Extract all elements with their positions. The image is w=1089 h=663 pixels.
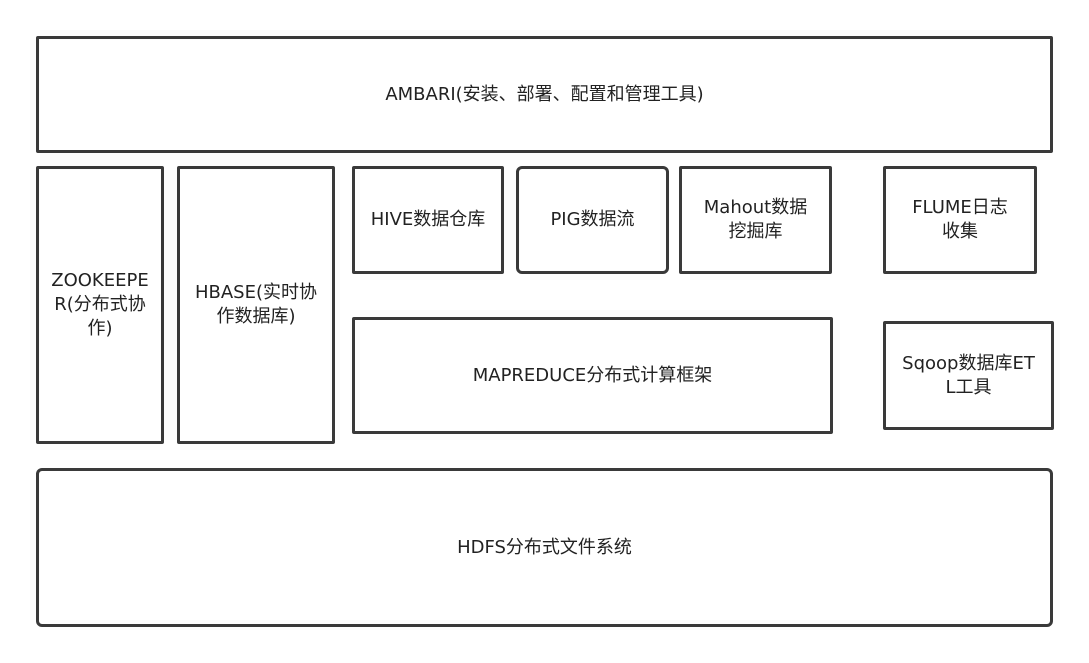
mahout-label: Mahout数据挖掘库 [703,197,808,242]
mahout-box: Mahout数据挖掘库 [679,166,832,274]
mapreduce-box: MAPREDUCE分布式计算框架 [352,317,833,434]
sqoop-box: Sqoop数据库ETL工具 [883,321,1054,430]
hbase-box: HBASE(实时协作数据库) [177,166,335,444]
hbase-label: HBASE(实时协作数据库) [194,282,318,327]
ambari-label: AMBARI(安装、部署、配置和管理工具) [385,83,704,105]
hdfs-label: HDFS分布式文件系统 [457,536,632,558]
flume-label: FLUME日志收集 [912,197,1008,242]
hive-label: HIVE数据仓库 [370,209,486,230]
hive-box: HIVE数据仓库 [352,166,504,274]
sqoop-label: Sqoop数据库ETL工具 [902,352,1035,398]
pig-box: PIG数据流 [516,166,669,274]
flume-box: FLUME日志收集 [883,166,1037,274]
pig-label: PIG数据流 [550,209,635,230]
mapreduce-label: MAPREDUCE分布式计算框架 [472,364,713,386]
zookeeper-label: ZOOKEEPER(分布式协作) [51,270,149,339]
hdfs-box: HDFS分布式文件系统 [36,468,1053,627]
ambari-box: AMBARI(安装、部署、配置和管理工具) [36,36,1053,153]
zookeeper-box: ZOOKEEPER(分布式协作) [36,166,164,444]
